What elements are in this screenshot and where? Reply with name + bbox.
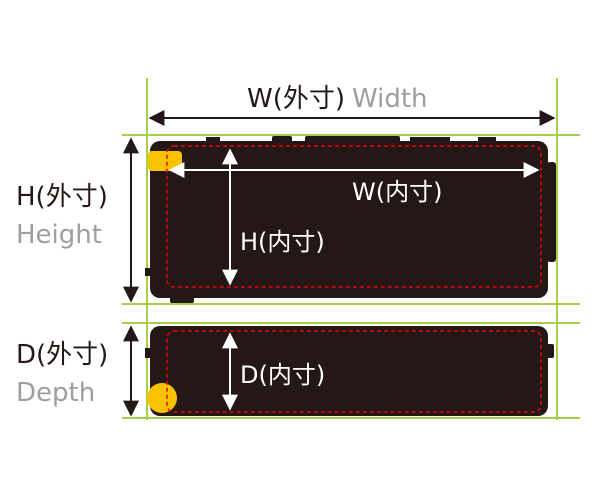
inner-dimension-box-top — [166, 145, 542, 288]
outer-height-sublabel: Height — [16, 220, 102, 250]
case-body-side — [150, 326, 548, 416]
inner-depth-label: D(内寸) — [240, 361, 325, 389]
case-side-knob-left — [145, 348, 153, 358]
outer-width-sublabel: Width — [352, 84, 428, 114]
svg-text:D(外寸): D(外寸) — [16, 340, 108, 370]
outer-width-dimension: W(外寸) Width — [148, 84, 556, 126]
case-handle-left — [206, 137, 220, 143]
wheel-side-view — [147, 383, 177, 413]
outer-height-label: H(外寸) — [16, 182, 108, 212]
svg-text:W(内寸): W(内寸) — [352, 178, 442, 206]
case-left-bump — [145, 268, 153, 276]
inner-height-label: H(内寸) — [240, 228, 325, 256]
guide-lines — [122, 78, 580, 420]
svg-text:H(外寸): H(外寸) — [16, 182, 108, 212]
svg-text:H(内寸): H(内寸) — [240, 228, 325, 256]
svg-text:D(内寸): D(内寸) — [240, 361, 325, 389]
outer-height-dimension: H(外寸) Height — [16, 137, 139, 303]
case-side-view: D(内寸) — [145, 326, 554, 416]
case-side-handle — [547, 162, 556, 262]
outer-depth-label: D(外寸) — [16, 340, 108, 370]
case-side-knob-right — [546, 344, 554, 358]
case-foot — [170, 295, 194, 303]
outer-width-label: W(外寸) — [247, 84, 345, 114]
outer-depth-sublabel: Depth — [16, 378, 95, 408]
svg-text:Depth: Depth — [16, 378, 95, 408]
wheel-top-view — [148, 151, 182, 171]
case-top-view: W(内寸) H(内寸) — [145, 136, 556, 303]
case-latch-right — [410, 137, 450, 143]
inner-width-label: W(内寸) — [352, 178, 442, 206]
svg-text:W(外寸): W(外寸) — [247, 84, 345, 114]
outer-depth-dimension: D(外寸) Depth — [16, 325, 139, 417]
svg-text:Height: Height — [16, 220, 102, 250]
case-body-top — [150, 141, 548, 298]
case-latch-far-right — [478, 137, 496, 143]
svg-text:Width: Width — [352, 84, 428, 114]
